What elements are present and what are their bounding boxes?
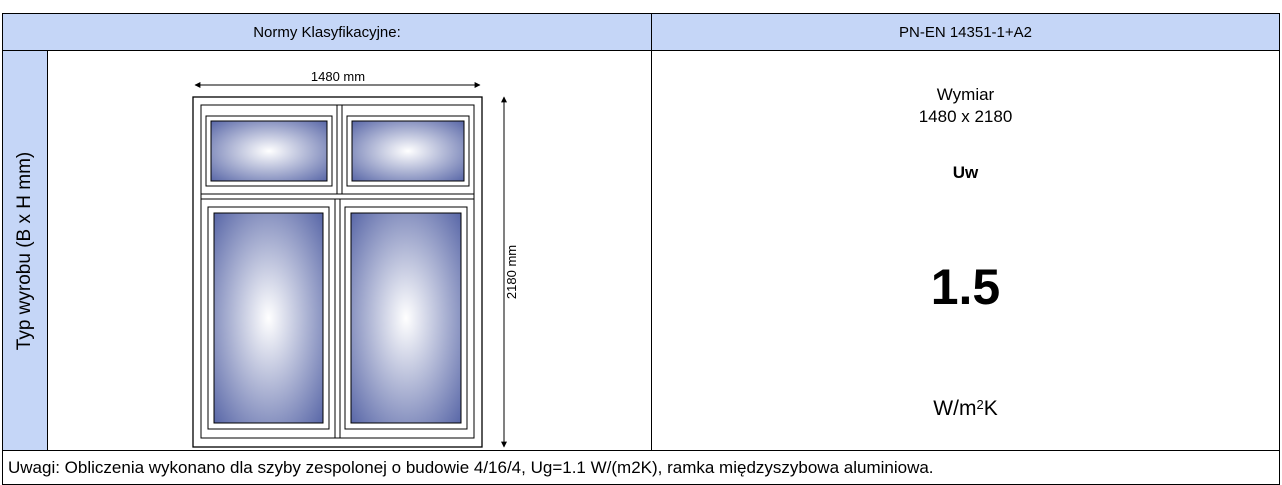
height-dimension-label: 2180 mm <box>504 245 519 299</box>
standards-header-label: Normy Klasyfikacyjne: <box>3 14 652 51</box>
notes-row: Uwagi: Obliczenia wykonano dla szyby zes… <box>3 450 1279 484</box>
width-dimension-label: 1480 mm <box>311 69 365 84</box>
window-drawing-cell: 1480 mm 2180 mm <box>48 51 652 450</box>
dimension-value: 1480 x 2180 <box>918 107 1013 126</box>
product-type-label: Typ wyrobu (B x H mm) <box>14 151 35 351</box>
dimension-title: Wymiar <box>936 85 995 104</box>
window-drawing: 1480 mm 2180 mm <box>192 69 519 448</box>
top-left-pane <box>210 120 328 182</box>
uw-unit-main: W/m <box>933 397 977 420</box>
classification-sheet: Normy Klasyfikacyjne: PN-EN 14351-1+A2 T… <box>2 13 1280 485</box>
uw-unit-exponent: 2 <box>976 397 984 412</box>
uw-label: Uw <box>952 163 979 182</box>
product-type-sidebar: Typ wyrobu (B x H mm) <box>3 51 48 450</box>
uw-unit: W/m2K <box>652 397 1279 421</box>
bottom-left-pane <box>213 212 324 424</box>
standard-code: PN-EN 14351-1+A2 <box>652 14 1279 51</box>
uw-value: 1.5 <box>930 259 1001 315</box>
thermal-value-cell: Wymiar 1480 x 2180 Uw 1.5 W/m2K <box>652 51 1279 450</box>
top-right-pane <box>351 120 465 182</box>
uw-unit-tail: K <box>983 397 998 420</box>
bottom-right-pane <box>350 212 462 424</box>
